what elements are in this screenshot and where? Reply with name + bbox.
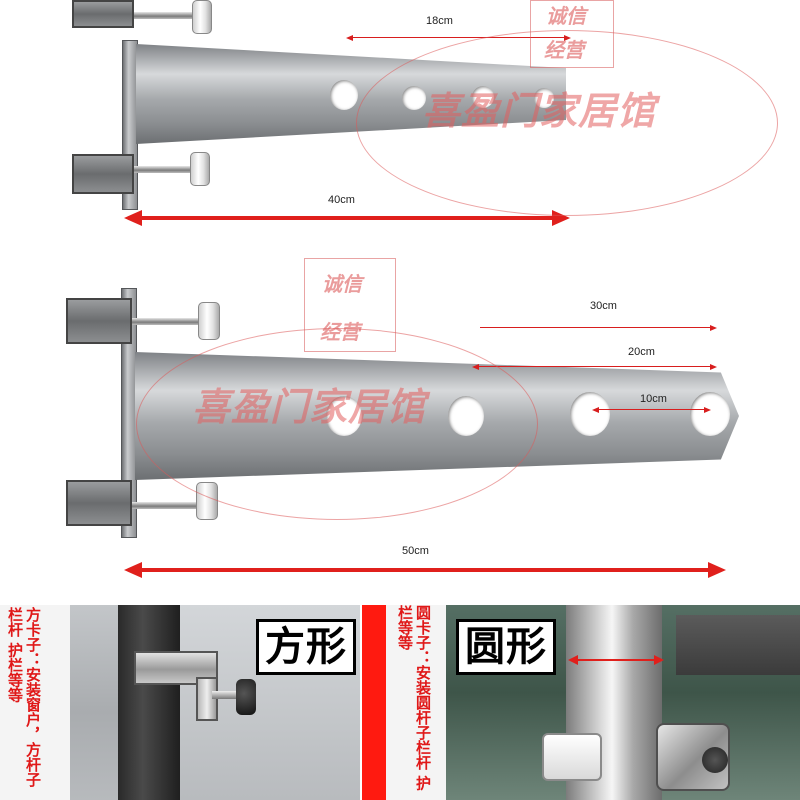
watermark-seal-text: 诚信 — [546, 4, 586, 28]
background-frame — [676, 615, 800, 675]
arm-hole — [402, 86, 426, 110]
dimension-label: 18cm — [426, 15, 453, 27]
clamp-lower — [66, 480, 132, 526]
arrow-right-icon — [552, 210, 570, 226]
arrow-right-icon — [564, 35, 571, 41]
screw-knob-lower — [190, 152, 210, 186]
dimension-line — [352, 37, 564, 38]
watermark-brand: 喜盈门家居馆 — [192, 384, 427, 429]
dimension-line — [478, 366, 710, 367]
square-clamp-side — [196, 677, 218, 721]
dimension-label: 30cm — [590, 300, 617, 312]
arm-hole — [472, 86, 494, 108]
arrow-right-icon — [704, 407, 711, 413]
bracket-arm — [135, 352, 739, 480]
arm-hole — [326, 396, 362, 436]
screw-rod-upper — [134, 12, 196, 19]
screw-rod-lower — [132, 502, 200, 509]
width-arrow-line — [576, 659, 654, 661]
dimension-label: 50cm — [402, 545, 429, 557]
screw-knob-upper — [192, 0, 212, 34]
screw-rod-lower — [134, 166, 196, 173]
arm-hole — [534, 88, 554, 108]
square-clamp-caption: 方卡子：安装窗户，方杆子栏杆 护栏等等 — [6, 607, 42, 787]
divider-bar — [362, 605, 386, 800]
watermark-seal-text: 经营 — [544, 38, 584, 62]
arrow-right-icon — [710, 364, 717, 370]
round-clamp-pad — [542, 733, 602, 781]
arrow-left-icon — [472, 364, 479, 370]
round-clamp-photo: 圆卡子：安装圆杆子栏杆 护栏等等 圆形 — [386, 605, 800, 800]
caption-strip — [386, 605, 446, 800]
clamp-upper — [72, 0, 134, 28]
dimension-line — [480, 327, 710, 328]
screw-knob-upper — [198, 302, 220, 340]
arrow-right-icon — [654, 655, 664, 665]
dimension-label: 20cm — [628, 346, 655, 358]
arm-hole — [690, 392, 730, 436]
watermark-seal-text: 经营 — [320, 320, 360, 344]
arrow-right-icon — [710, 325, 717, 331]
arm-hole — [570, 392, 610, 436]
round-clamp-body — [656, 723, 730, 791]
square-clamp-photo: 方卡子：安装窗户，方杆子栏杆 护栏等等 方形 — [0, 605, 360, 800]
square-shape-label: 方形 — [256, 619, 356, 675]
clamp-lower — [72, 154, 134, 194]
arrow-right-icon — [708, 562, 726, 578]
arrow-left-icon — [568, 655, 578, 665]
dimension-line — [142, 216, 552, 220]
watermark-seal-text: 诚信 — [322, 272, 362, 296]
screw-rod — [212, 691, 238, 699]
dimension-line — [142, 568, 708, 572]
arrow-left-icon — [124, 562, 142, 578]
arrow-left-icon — [346, 35, 353, 41]
screw-rod-upper — [132, 318, 200, 325]
clamp-bolt — [702, 747, 728, 773]
screw-knob-lower — [196, 482, 218, 520]
clamp-upper — [66, 298, 132, 344]
arm-hole — [448, 396, 484, 436]
round-shape-label: 圆形 — [456, 619, 556, 675]
arrow-left-icon — [124, 210, 142, 226]
dimension-line — [598, 409, 704, 410]
arm-hole — [330, 80, 358, 110]
square-post — [118, 605, 180, 800]
watermark-brand: 喜盈门家居馆 — [422, 88, 657, 133]
caption-strip — [0, 605, 70, 800]
dimension-label: 10cm — [640, 393, 667, 405]
arrow-left-icon — [592, 407, 599, 413]
round-clamp-caption: 圆卡子：安装圆杆子栏杆 护栏等等 — [396, 605, 432, 791]
screw-knob — [236, 679, 256, 715]
dimension-label: 40cm — [328, 194, 355, 206]
